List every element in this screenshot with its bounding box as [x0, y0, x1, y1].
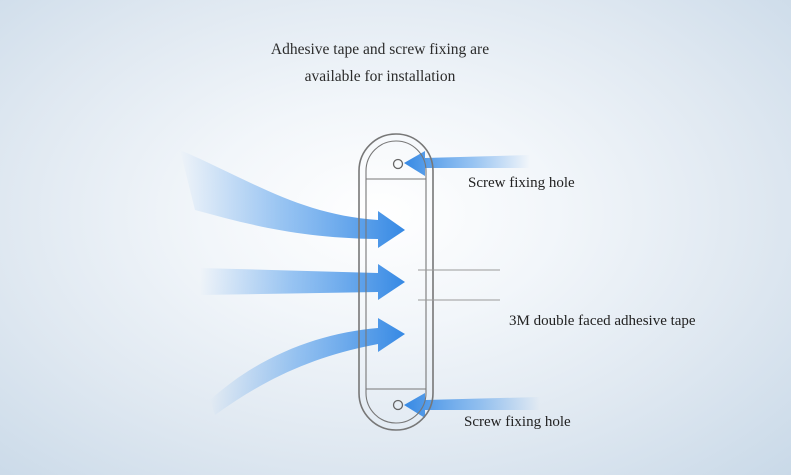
screw-hole-bottom-label: Screw fixing hole	[464, 414, 571, 430]
tape-arrow-middle	[200, 264, 405, 300]
screw-hole-top	[392, 158, 404, 170]
screw-arrow-bottom	[404, 393, 540, 418]
tape-arrow-upper	[180, 150, 405, 248]
heading-line-2: available for installation	[304, 68, 456, 85]
sensor-device	[358, 133, 434, 431]
heading-line-1: Adhesive tape and screw fixing are	[270, 41, 490, 58]
tape-arrow-lower	[210, 318, 405, 415]
screw-hole-bottom	[392, 399, 404, 411]
adhesive-tape-label: 3M double faced adhesive tape	[509, 313, 696, 329]
screw-arrow-top	[404, 151, 530, 176]
screw-hole-top-label: Screw fixing hole	[468, 175, 575, 191]
installation-heading: Adhesive tape and screw fixing are avail…	[190, 36, 570, 90]
